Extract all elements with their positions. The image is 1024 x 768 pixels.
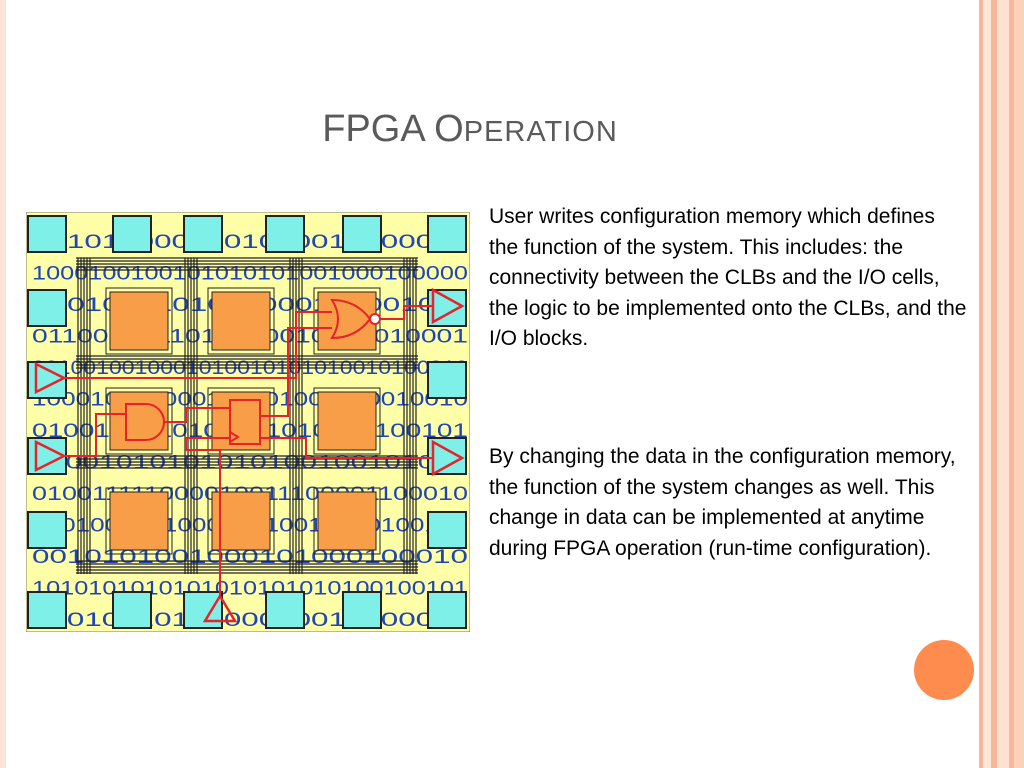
io-cell (183, 591, 223, 629)
paragraph-configuration-memory: User writes configuration memory which d… (489, 205, 967, 350)
clb-frame (313, 387, 381, 455)
clb-frame (105, 487, 173, 555)
right-border-stripe-6 (1014, 0, 1024, 768)
flip-flop (229, 399, 261, 445)
route-clock (185, 437, 230, 596)
io-cell (27, 289, 67, 327)
input-buffer-left-lower (34, 439, 67, 473)
clb-frame (105, 287, 173, 355)
io-cell (112, 591, 152, 629)
clb-frame (207, 487, 275, 555)
or-gate (330, 298, 372, 340)
clb-block (211, 291, 271, 351)
right-border-stripe-3 (991, 0, 997, 768)
fpga-diagram: 0010100001001010010100010 100010010010101… (26, 212, 470, 632)
io-cell (27, 437, 67, 475)
io-cell (427, 511, 467, 549)
bit-row: 1000100100101010101001000100000 (32, 264, 468, 285)
route-or-to-output (380, 305, 433, 320)
configured-logic (34, 287, 465, 623)
route-left-to-or (64, 311, 332, 379)
bit-row: 0101001010100010010100010 (32, 610, 468, 631)
right-border-stripe-2 (983, 0, 991, 768)
io-cell (112, 215, 152, 253)
clb-block (317, 491, 377, 551)
clb-frame (207, 287, 275, 355)
route-and-to-ff (164, 407, 230, 423)
right-border-stripe-5 (1009, 0, 1014, 768)
io-cell (183, 215, 223, 253)
clb-frame (313, 487, 381, 555)
io-cell (342, 215, 382, 253)
clb-block (109, 291, 169, 351)
right-border-stripe-1 (979, 0, 983, 768)
inverter-bubble (369, 313, 381, 325)
slide-title: FPGA OPERATION (322, 108, 618, 150)
clb-frame (207, 387, 275, 455)
route-ff-to-output (260, 437, 433, 459)
clb-block (109, 491, 169, 551)
and-gate (125, 403, 165, 441)
bit-row: 0010101001000101000100010 (32, 547, 468, 568)
io-cell (427, 361, 467, 399)
clock-marker (229, 431, 240, 443)
io-cell (342, 591, 382, 629)
decorative-accent-circle (914, 640, 974, 700)
io-cell (27, 511, 67, 549)
routing-channels (76, 257, 418, 574)
clb-block (211, 491, 271, 551)
paragraph-run-time-configuration: By changing the data in the configuratio… (489, 445, 956, 560)
io-cell (265, 215, 305, 253)
io-cell (427, 591, 467, 629)
bit-row: 1010101010101010101010100100101 (32, 579, 468, 600)
route-left-to-and (64, 413, 126, 457)
input-buffer-left-upper (34, 361, 67, 395)
io-cell (27, 591, 67, 629)
route-ff-to-or (260, 327, 332, 417)
clb-block (317, 391, 377, 451)
io-cell-ring (27, 215, 467, 629)
bit-row: 0010100001001010010100010 (32, 232, 468, 253)
input-buffer-bottom (202, 593, 238, 623)
io-cell (427, 215, 467, 253)
right-border-stripe-4 (997, 0, 1009, 768)
left-border-stripe (0, 0, 6, 768)
io-cell (27, 215, 67, 253)
io-cell (265, 591, 305, 629)
